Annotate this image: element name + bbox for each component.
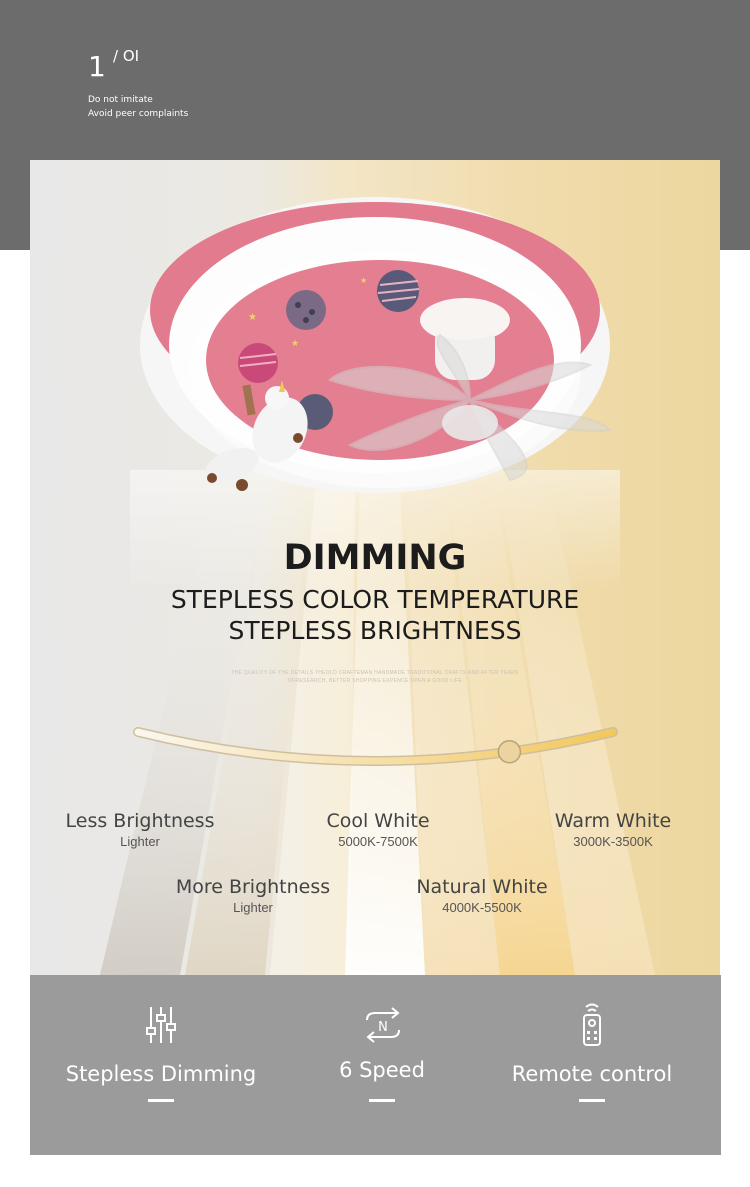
feature-stepless-dimming: Stepless Dimming xyxy=(46,975,276,1155)
fan-lamp-illustration: ★ ★ ★ xyxy=(140,197,613,493)
beam-1 xyxy=(100,490,265,975)
fine-print-2: OFRESEARCH, BETTER SHOPPING EXPENCE OPEN… xyxy=(287,678,463,684)
feature-label-dimming: Stepless Dimming xyxy=(65,1062,257,1086)
feature-6-speed: N 6 Speed xyxy=(267,975,497,1155)
feature-underline xyxy=(369,1099,395,1102)
note-line-2: Avoid peer complaints xyxy=(88,109,189,119)
planet-2 xyxy=(286,290,326,330)
sliders-icon xyxy=(146,1007,176,1043)
label-more-brightness-sub: Lighter xyxy=(233,900,273,915)
label-more-brightness-title: More Brightness xyxy=(175,876,331,898)
note-line-1: Do not imitate xyxy=(88,95,153,105)
remote-icon xyxy=(583,1003,601,1046)
label-warm-white-sub: 3000K-3500K xyxy=(573,834,653,849)
beam-2 xyxy=(185,490,310,975)
feature-label-speed: 6 Speed xyxy=(339,1058,425,1082)
label-natural-white-title: Natural White xyxy=(416,876,548,898)
hero-panel: ★ ★ ★ DIMMING STEPLESS COLOR TEMPERATURE… xyxy=(30,160,720,975)
svg-text:★: ★ xyxy=(248,312,257,323)
cycle-n-icon: N xyxy=(366,1007,400,1043)
label-natural-white: Natural White 4000K-5500K xyxy=(402,876,562,915)
unicorn-figure xyxy=(205,380,308,491)
hero-title: DIMMING xyxy=(283,538,467,578)
label-less-brightness-sub: Lighter xyxy=(120,834,160,849)
beam-7 xyxy=(500,490,655,975)
slider-knob[interactable] xyxy=(497,740,522,764)
svg-text:★: ★ xyxy=(291,338,299,348)
feature-label-remote: Remote control xyxy=(511,1062,673,1086)
label-warm-white: Warm White 3000K-3500K xyxy=(533,810,693,849)
feature-underline xyxy=(579,1099,605,1102)
hero-subtitle-2: STEPLESS BRIGHTNESS xyxy=(228,616,522,645)
beam-5 xyxy=(405,490,500,975)
svg-text:★: ★ xyxy=(360,276,367,285)
label-less-brightness: Less Brightness Lighter xyxy=(55,810,225,849)
beam-6 xyxy=(450,490,575,975)
label-cool-white-sub: 5000K-7500K xyxy=(338,834,418,849)
slider-track[interactable] xyxy=(134,728,617,765)
beam-3 xyxy=(270,490,355,975)
label-warm-white-title: Warm White xyxy=(554,810,672,832)
features-panel: Stepless Dimming N 6 Speed xyxy=(30,975,721,1155)
label-more-brightness: More Brightness Lighter xyxy=(163,876,343,915)
label-cool-white-title: Cool White xyxy=(326,810,430,832)
page-total: / OI xyxy=(113,47,140,65)
label-natural-white-sub: 4000K-5500K xyxy=(442,900,522,915)
svg-text:N: N xyxy=(378,1020,388,1035)
label-less-brightness-title: Less Brightness xyxy=(65,810,215,832)
fan-motor-housing xyxy=(423,300,507,340)
beam-4 xyxy=(345,490,425,975)
page-number: 1 xyxy=(88,50,106,83)
fine-print-1: THE QUALITY OF THE DETAILS THEOLD CRAFTE… xyxy=(231,670,519,676)
label-cool-white: Cool White 5000K-7500K xyxy=(298,810,458,849)
feature-underline xyxy=(148,1099,174,1102)
color-temperature-slider[interactable] xyxy=(30,160,720,975)
feature-remote-control: Remote control xyxy=(477,975,707,1155)
hero-subtitle-1: STEPLESS COLOR TEMPERATURE xyxy=(170,585,580,614)
fan-blades xyxy=(328,333,613,482)
